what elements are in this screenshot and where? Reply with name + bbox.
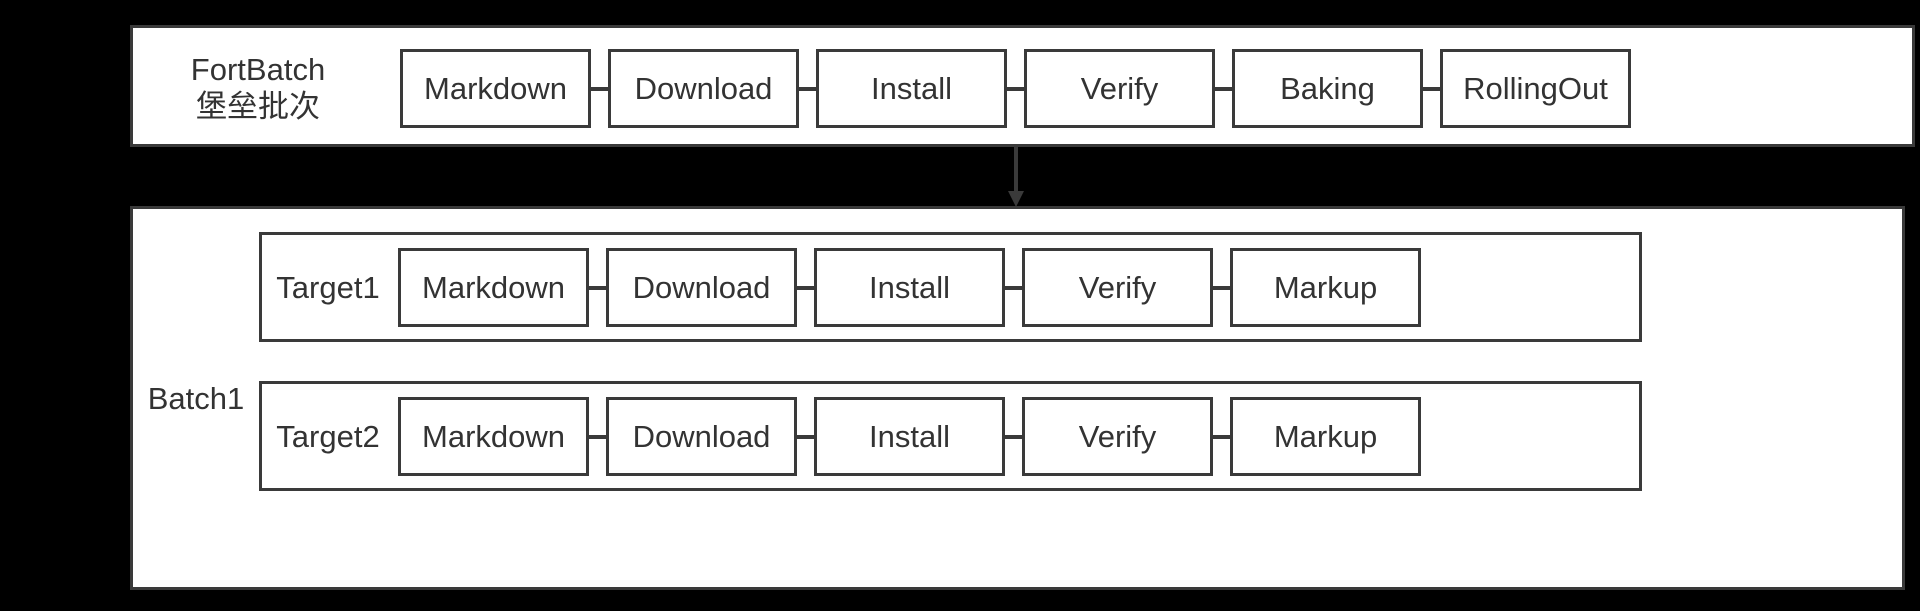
stage-node-install[interactable]: Install <box>816 49 1007 128</box>
group-label-fortbatch-line2: 堡垒批次 <box>196 88 320 124</box>
target1-stage-node-verify[interactable]: Verify <box>1022 248 1213 327</box>
target1-stage-node-markdown[interactable]: Markdown <box>398 248 589 327</box>
group-panel-fortbatch: FortBatch 堡垒批次 Markdown Download Install <box>130 25 1915 147</box>
stage-node-baking[interactable]: Baking <box>1232 49 1423 128</box>
target2-stage-node-verify[interactable]: Verify <box>1022 397 1213 476</box>
stage-node-download[interactable]: Download <box>608 49 799 128</box>
target2-stage-node-markdown[interactable]: Markdown <box>398 397 589 476</box>
group-label-batch1: Batch1 <box>147 380 245 416</box>
group-label-fortbatch-line1: FortBatch <box>190 52 326 87</box>
target-row-label-target2: Target2 <box>276 418 380 454</box>
target1-stage-node-install[interactable]: Install <box>814 248 1005 327</box>
group-label-fortbatch: FortBatch 堡垒批次 <box>133 52 383 125</box>
group-panel-batch1: Batch1 Target1 Markdown Download Install <box>130 206 1905 590</box>
target2-stage-node-download[interactable]: Download <box>606 397 797 476</box>
target-row-label-target1: Target1 <box>276 269 380 305</box>
target-row-panel-target2: Target2 Markdown Download Install <box>259 381 1642 491</box>
target-row-panel-target1: Target1 Markdown Download Install <box>259 232 1642 342</box>
stage-node-rollingout[interactable]: RollingOut <box>1440 49 1631 128</box>
stage-node-markdown[interactable]: Markdown <box>400 49 591 128</box>
target1-stage-node-markup[interactable]: Markup <box>1230 248 1421 327</box>
target2-stage-node-markup[interactable]: Markup <box>1230 397 1421 476</box>
target2-stage-node-install[interactable]: Install <box>814 397 1005 476</box>
stage-node-verify[interactable]: Verify <box>1024 49 1215 128</box>
fortbatch-to-batch1-arrow <box>1000 147 1032 207</box>
target1-stage-node-download[interactable]: Download <box>606 248 797 327</box>
